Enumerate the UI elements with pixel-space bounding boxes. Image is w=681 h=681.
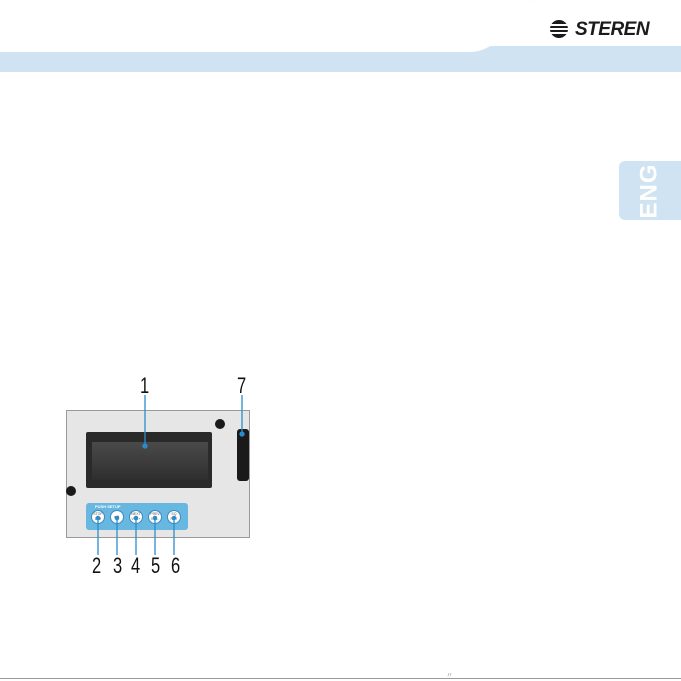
leader-dot-1 — [143, 444, 147, 448]
leader-dot-3 — [115, 516, 118, 519]
leader-dot-7 — [240, 432, 244, 436]
footer-mark: 〃 — [446, 670, 453, 680]
leader-dot-5 — [153, 516, 156, 519]
leader-dot-4 — [134, 516, 137, 519]
leader-dot-2 — [96, 516, 99, 519]
footer-rule — [0, 678, 681, 679]
leader-dot-6 — [172, 516, 175, 519]
